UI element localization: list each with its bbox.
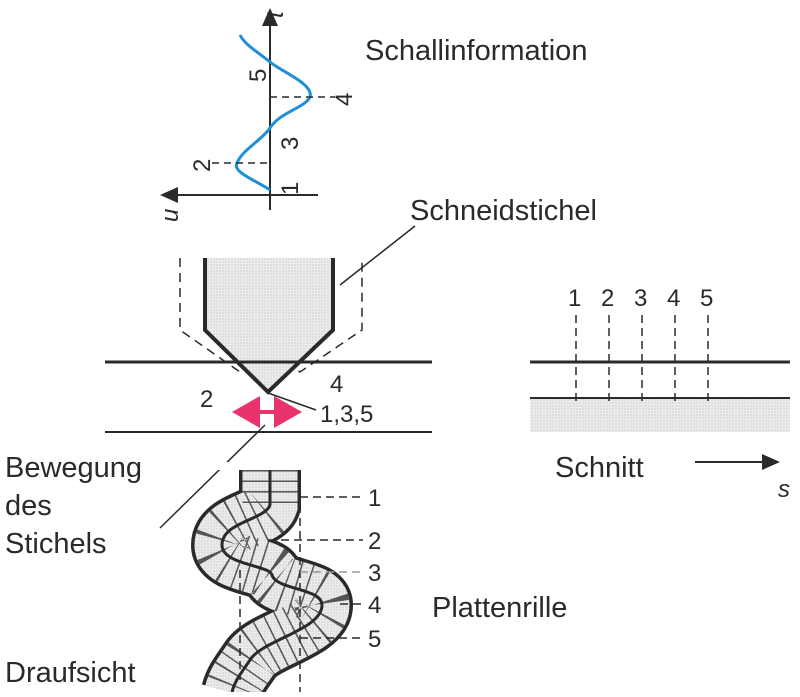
groove-bottom-mask xyxy=(180,692,320,697)
groove-diagram: 1 2 3 4 5 xyxy=(180,462,381,697)
movement-label-3: Stichels xyxy=(5,528,107,560)
groove-point-4: 4 xyxy=(368,592,381,619)
tip-leader-line xyxy=(267,392,317,411)
section-label: Schnitt xyxy=(555,452,644,484)
signal-point-3: 3 xyxy=(277,137,304,150)
groove-label: Plattenrille xyxy=(432,592,567,624)
sound-wave-curve xyxy=(234,34,312,192)
groove-point-2: 2 xyxy=(368,528,381,555)
stylus-label: Schneidstichel xyxy=(410,195,597,227)
signal-graph: t u 1 2 3 4 5 xyxy=(157,8,358,222)
stylus-diagram: Schneidstichel 2 4 1,3,5 xyxy=(105,195,597,529)
signal-point-2: 2 xyxy=(189,159,216,172)
movement-leader-line xyxy=(159,424,266,529)
view-label: Draufsicht xyxy=(5,657,136,689)
signal-point-1: 1 xyxy=(277,182,304,195)
signal-point-5: 5 xyxy=(245,69,272,82)
section-point-4: 4 xyxy=(667,285,680,312)
groove-point-5: 5 xyxy=(368,626,381,653)
stylus-leader-line xyxy=(339,225,416,286)
stylus-body xyxy=(203,258,335,395)
section-material xyxy=(530,398,790,432)
s-axis-label: s xyxy=(778,476,790,503)
movement-label-1: Bewegung xyxy=(5,452,142,484)
groove-point-1: 1 xyxy=(368,485,381,512)
section-point-2: 2 xyxy=(601,285,614,312)
t-axis-label: t xyxy=(262,10,289,18)
u-axis-label: u xyxy=(157,209,184,222)
stylus-pos-2: 2 xyxy=(200,386,213,413)
stylus-pos-4: 4 xyxy=(330,371,343,398)
title-label: Schallinformation xyxy=(365,35,587,67)
signal-point-4: 4 xyxy=(331,93,358,106)
section-point-1: 1 xyxy=(568,285,581,312)
groove-point-3: 3 xyxy=(368,560,381,587)
stylus-pos-135: 1,3,5 xyxy=(320,401,373,428)
section-diagram: 1 2 3 4 5 Schnitt s xyxy=(530,285,790,503)
section-point-5: 5 xyxy=(700,285,713,312)
section-point-3: 3 xyxy=(634,285,647,312)
groove-center-line xyxy=(220,470,324,693)
groove-top-mask xyxy=(200,462,340,470)
movement-label-2: des xyxy=(5,490,52,522)
